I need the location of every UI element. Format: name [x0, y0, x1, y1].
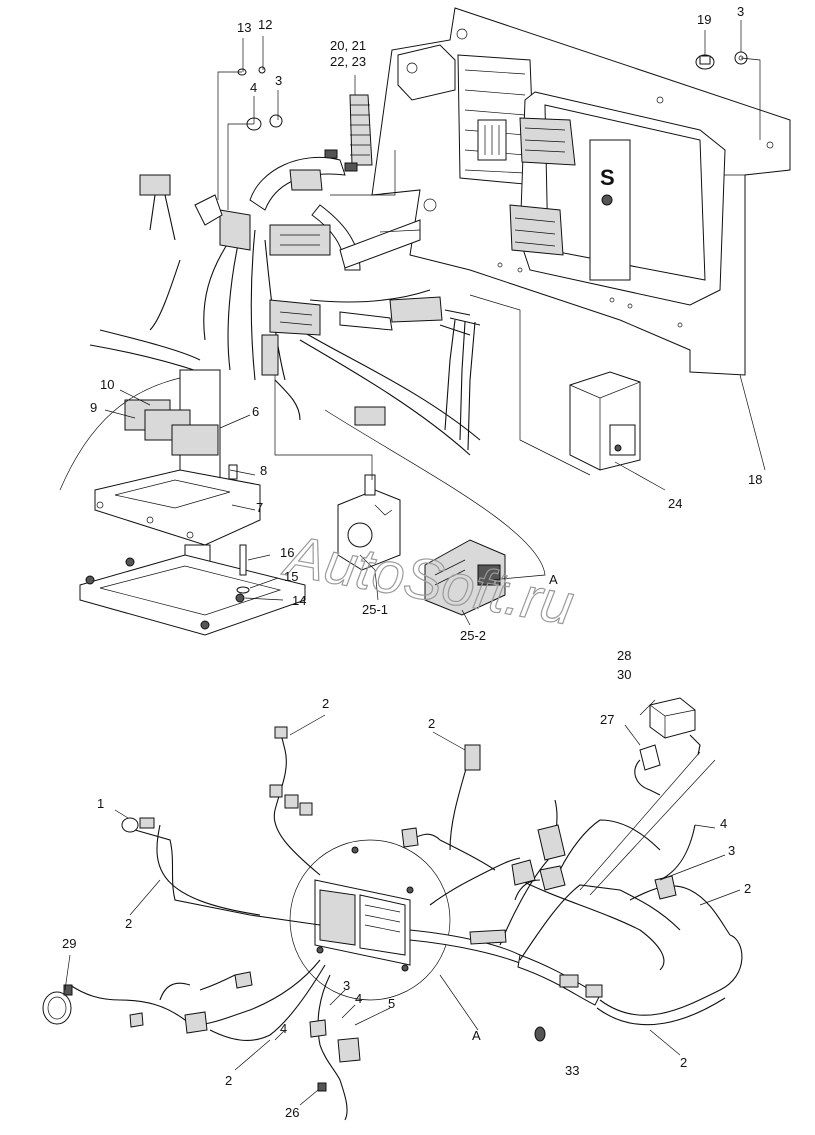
label-2-b: 2	[428, 716, 435, 731]
label-10: 10	[100, 377, 114, 392]
label-a-upper: A	[549, 572, 558, 587]
label-2-e: 2	[225, 1073, 232, 1088]
label-15: 15	[284, 569, 298, 584]
left-harness	[69, 726, 361, 1121]
fuse-relay-block	[397, 44, 536, 186]
svg-text:S: S	[600, 165, 615, 190]
label-16: 16	[280, 545, 294, 560]
washer-12	[258, 66, 266, 74]
module-25-1	[337, 474, 401, 571]
detail-circle-a	[289, 839, 451, 1001]
part-26-fitting	[317, 1082, 327, 1092]
label-7: 7	[256, 500, 263, 515]
label-9: 9	[90, 400, 97, 415]
label-4-lower-left: 4	[280, 1021, 287, 1036]
label-2-d: 2	[680, 1055, 687, 1070]
part-33-bulb	[534, 1026, 546, 1042]
label-25-2: 25-2	[460, 628, 486, 643]
terminal-strip	[324, 94, 373, 172]
label-3-right: 3	[728, 843, 735, 858]
module-24	[569, 371, 641, 471]
label-2-a: 2	[322, 696, 329, 711]
label-33: 33	[565, 1063, 579, 1078]
label-30: 30	[617, 667, 631, 682]
label-3-mid: 3	[275, 73, 282, 88]
module-27	[634, 744, 661, 796]
label-18: 18	[748, 472, 762, 487]
label-4-right: 4	[720, 816, 727, 831]
upper-labels: 13 12 20, 21 22, 23 19 3 4 3 10 9 6 8 7 …	[90, 4, 762, 643]
main-harness	[401, 744, 743, 1026]
label-25-1: 25-1	[362, 602, 388, 617]
ecu-module: S	[509, 91, 726, 306]
label-24: 24	[668, 496, 682, 511]
label-6: 6	[252, 404, 259, 419]
label-3-left: 3	[343, 978, 350, 993]
lower-labels: 28 30 27 2 2 1 2 4 3 2 29 3 4 5 4 A 2 33…	[62, 648, 751, 1120]
lower-leaders	[64, 699, 741, 1106]
label-5: 5	[388, 996, 395, 1011]
part-29-lamp	[42, 984, 73, 1025]
label-1: 1	[97, 796, 104, 811]
washer-3-mid	[269, 114, 283, 128]
module-28-30	[649, 697, 701, 756]
lower-harness	[42, 697, 743, 1121]
label-13: 13	[237, 20, 251, 35]
upper-assembly: S	[59, 7, 791, 636]
watermark: AutoSoft.ru	[279, 523, 579, 638]
label-20-21: 20, 21	[330, 38, 366, 53]
label-27: 27	[600, 712, 614, 727]
label-2-right: 2	[744, 881, 751, 896]
label-3-top: 3	[737, 4, 744, 19]
label-29: 29	[62, 936, 76, 951]
label-19: 19	[697, 12, 711, 27]
upper-harness	[89, 156, 481, 456]
label-14: 14	[292, 593, 306, 608]
label-12: 12	[258, 17, 272, 32]
upper-leaders	[59, 20, 766, 626]
label-4-left: 4	[355, 991, 362, 1006]
part-1-connector	[121, 817, 155, 833]
pedestal	[79, 369, 306, 636]
label-2-c: 2	[125, 916, 132, 931]
label-4-top: 4	[250, 80, 257, 95]
label-a-lower: A	[472, 1028, 481, 1043]
label-22-23: 22, 23	[330, 54, 366, 69]
label-28: 28	[617, 648, 631, 663]
module-25-2	[424, 539, 506, 616]
label-26: 26	[285, 1105, 299, 1120]
label-8: 8	[260, 463, 267, 478]
bolt-19	[695, 54, 715, 70]
